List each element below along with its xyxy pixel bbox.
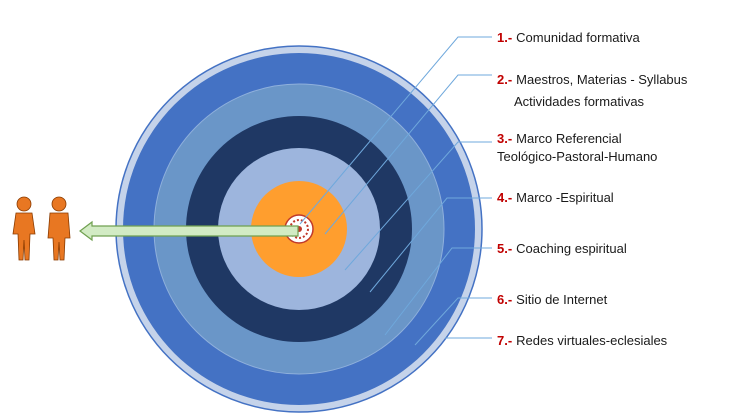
item-4: 4.-Marco -Espiritual: [497, 190, 614, 205]
arrow-to-people: [79, 220, 299, 242]
item-3: 3.-Marco Referencial: [497, 131, 622, 146]
item-3-line-2: Teológico-Pastoral-Humano: [497, 149, 657, 164]
leader-line-6: [414, 297, 492, 346]
item-5: 5.-Coaching espiritual: [497, 241, 627, 256]
item-6: 6.-Sitio de Internet: [497, 292, 608, 307]
leader-line-1: [299, 36, 492, 225]
person-icon: [47, 196, 71, 261]
item-2-line-2: Actividades formativas: [514, 94, 645, 109]
leader-line-4: [369, 197, 492, 293]
item-2: 2.-Maestros, Materias - Syllabus: [497, 72, 688, 87]
item-7: 7.-Redes virtuales-eclesiales: [497, 333, 668, 348]
leader-line-3: [344, 141, 492, 271]
person-icon: [12, 196, 36, 261]
leader-line-2: [324, 74, 492, 235]
item-1: 1.-Comunidad formativa: [497, 30, 640, 45]
leader-line-5: [384, 247, 492, 336]
